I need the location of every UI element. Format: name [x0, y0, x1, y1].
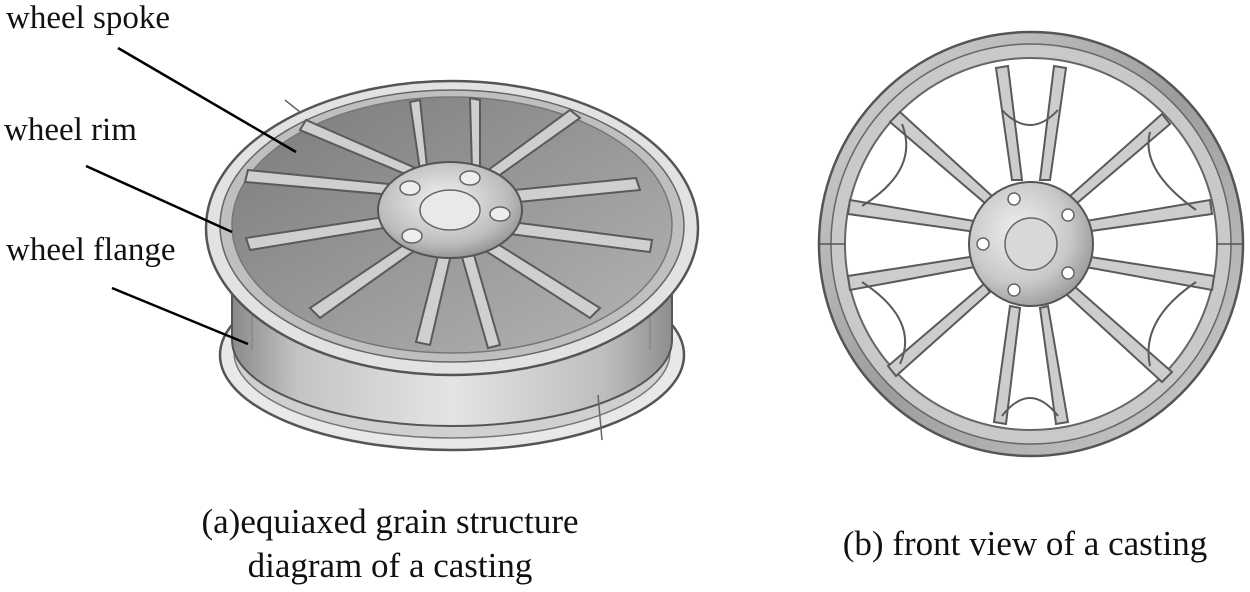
lug-hole — [1061, 266, 1075, 280]
caption-b: (b) front view of a casting — [842, 524, 1208, 563]
label-wheel-flange: wheel flange — [6, 232, 176, 268]
lug-hole — [1061, 208, 1075, 222]
label-wheel-spoke: wheel spoke — [6, 0, 171, 36]
caption-a: (a)equiaxed grain structure diagram of a… — [130, 500, 650, 588]
leader-flange — [111, 286, 249, 346]
leader-spoke — [117, 46, 297, 154]
lug-hole — [401, 228, 423, 244]
lug-hole — [1007, 192, 1021, 206]
leader-rim — [85, 164, 233, 234]
leader-lines — [85, 46, 297, 346]
lug-hole — [459, 170, 481, 186]
lug-hole — [399, 180, 421, 196]
front-view-wheel — [817, 30, 1245, 458]
perspective-wheel — [204, 79, 700, 452]
label-wheel-rim: wheel rim — [4, 112, 137, 148]
lug-hole — [489, 206, 511, 222]
lug-hole — [976, 237, 990, 251]
spoke-cross-bars — [861, 109, 1197, 417]
caption-a-line1: (a)equiaxed grain structure — [201, 502, 579, 541]
caption-a-line2: diagram of a casting — [247, 546, 533, 585]
lug-hole — [1007, 283, 1021, 297]
